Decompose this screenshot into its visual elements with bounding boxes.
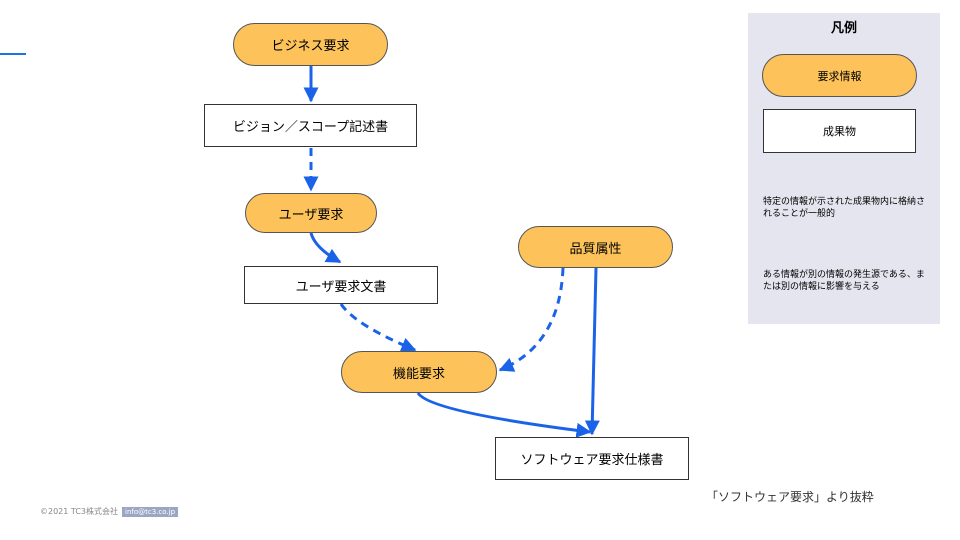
source-note: 「ソフトウェア要求」より抜粋 xyxy=(706,490,874,504)
node-vision-scope-document: ビジョン／スコープ記述書 xyxy=(204,104,417,147)
node-software-requirements-specification: ソフトウェア要求仕様書 xyxy=(495,437,689,480)
node-user-requirements: ユーザ要求 xyxy=(245,193,377,233)
arrow-functional-to-srs xyxy=(416,392,592,438)
email-badge: info@tc3.co.jp xyxy=(122,506,179,517)
legend-solid-description: 特定の情報が示された成果物内に格納されることが一般的 xyxy=(763,197,926,219)
legend-dashed-description: ある情報が別の情報の発生源である、または別の情報に影響を与える xyxy=(763,270,925,292)
node-user-requirements-document: ユーザ要求文書 xyxy=(244,266,438,304)
arrow-user-req-to-doc xyxy=(309,232,342,264)
node-functional-requirements: 機能要求 xyxy=(341,351,497,393)
legend-title: 凡例 xyxy=(830,21,857,36)
copyright-text: ©2021 TC3株式会社 xyxy=(40,507,118,516)
legend-panel: 凡例 要求情報 成果物 特定の情報が示された成果物内に格納されることが一般的 あ… xyxy=(748,13,940,324)
legend-pill: 要求情報 xyxy=(762,54,917,97)
accent-line xyxy=(0,53,26,55)
footer: ©2021 TC3株式会社 info@tc3.co.jp xyxy=(40,506,179,517)
arrow-quality-to-functional xyxy=(498,267,565,372)
arrow-doc-to-functional xyxy=(339,303,417,352)
legend-box: 成果物 xyxy=(763,109,916,153)
node-business-requirements: ビジネス要求 xyxy=(233,23,388,66)
node-quality-attributes: 品質属性 xyxy=(518,226,673,268)
arrow-quality-to-srs xyxy=(584,267,600,436)
